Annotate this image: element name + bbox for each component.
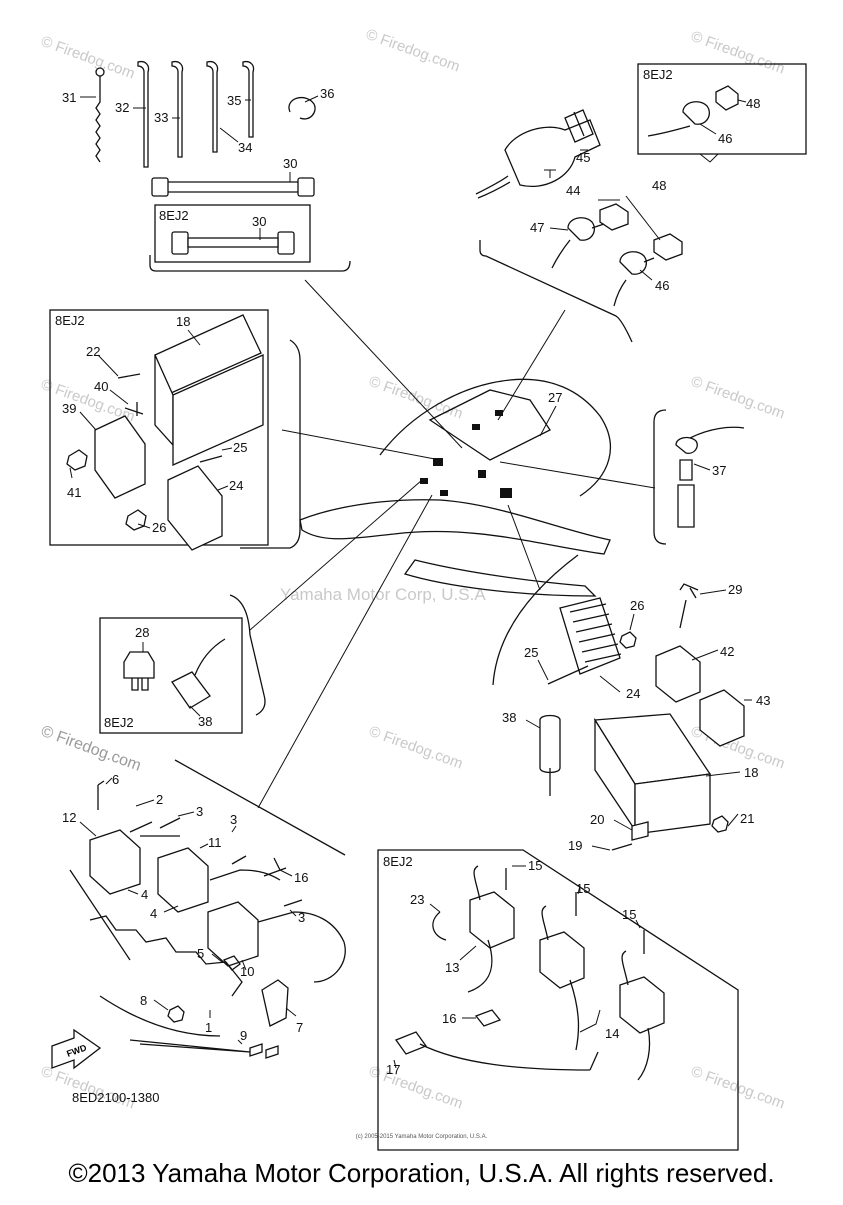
part-label-35: 35 — [227, 93, 241, 108]
part-label-4: 4 — [141, 887, 148, 902]
part-label-29: 29 — [728, 582, 742, 597]
part-label-47: 47 — [530, 220, 544, 235]
part-label-41: 41 — [67, 485, 81, 500]
sensor-group — [653, 409, 745, 545]
part-label-24: 24 — [626, 686, 640, 701]
part-label-8: 8 — [140, 993, 147, 1008]
part-label-10: 10 — [240, 964, 254, 979]
part-label-33: 33 — [154, 110, 168, 125]
part-label-15: 15 — [622, 907, 636, 922]
part-label-2: 2 — [156, 792, 163, 807]
watermark-side: © Firedog.com — [39, 723, 144, 775]
ignition-coil-group: FWD 8ED2100-1380 — [51, 759, 346, 1105]
part-label-18: 18 — [176, 314, 190, 329]
part-label-48: 48 — [652, 178, 666, 193]
box-tag: 8EJ2 — [643, 67, 673, 82]
part-label-44: 44 — [566, 183, 580, 198]
part-labels: 31 32 33 34 35 36 30 30 45 44 48 47 46 4… — [62, 86, 770, 1077]
part-label-37: 37 — [712, 463, 726, 478]
watermark-tile: © Firedog.com — [364, 26, 462, 76]
part-label-38: 38 — [198, 714, 212, 729]
clamp-group — [95, 60, 316, 197]
part-label-30: 30 — [283, 156, 297, 171]
part-label-5: 5 — [197, 946, 204, 961]
part-label-6: 6 — [112, 772, 119, 787]
part-label-7: 7 — [296, 1020, 303, 1035]
part-label-12: 12 — [62, 810, 76, 825]
watermark-tile: © Firedog.com — [39, 1063, 137, 1113]
part-label-16: 16 — [294, 870, 308, 885]
part-label-4: 4 — [150, 906, 157, 921]
box-tag: 8EJ2 — [383, 854, 413, 869]
part-label-25: 25 — [524, 645, 538, 660]
part-label-15: 15 — [576, 881, 590, 896]
part-label-40: 40 — [94, 379, 108, 394]
part-label-43: 43 — [756, 693, 770, 708]
part-label-20: 20 — [590, 812, 604, 827]
part-label-30: 30 — [252, 214, 266, 229]
part-label-9: 9 — [240, 1028, 247, 1043]
box-8ej2-switch: 8EJ2 — [637, 63, 807, 163]
switch-group — [475, 109, 683, 343]
part-label-19: 19 — [568, 838, 582, 853]
part-label-26: 26 — [152, 520, 166, 535]
part-label-24: 24 — [229, 478, 243, 493]
watermark-tile: © Firedog.com — [39, 33, 137, 83]
part-label-18: 18 — [744, 765, 758, 780]
regulator-group — [492, 554, 745, 851]
part-label-17: 17 — [386, 1062, 400, 1077]
part-code: 8ED2100-1380 — [72, 1090, 159, 1105]
part-label-34: 34 — [238, 140, 252, 155]
watermark-tile: © Firedog.com — [367, 723, 465, 773]
part-label-26: 26 — [630, 598, 644, 613]
box-tag: 8EJ2 — [104, 715, 134, 730]
part-label-38: 38 — [502, 710, 516, 725]
part-label-13: 13 — [445, 960, 459, 975]
part-label-21: 21 — [740, 811, 754, 826]
watermark-tile: © Firedog.com — [689, 373, 787, 423]
box-tag: 8EJ2 — [55, 313, 85, 328]
box-8ej2-cdi: 8EJ2 — [49, 309, 301, 551]
part-label-14: 14 — [605, 1026, 619, 1041]
box-8ej2-coils: 8EJ2 — [377, 849, 739, 1151]
part-label-48: 48 — [746, 96, 760, 111]
box-8ej2-condenser: 8EJ2 — [99, 594, 266, 734]
part-label-45: 45 — [576, 150, 590, 165]
part-label-25: 25 — [233, 440, 247, 455]
part-label-32: 32 — [115, 100, 129, 115]
part-label-46: 46 — [718, 131, 732, 146]
part-label-22: 22 — [86, 344, 100, 359]
snowmobile-overview — [249, 279, 656, 809]
part-label-15: 15 — [528, 858, 542, 873]
part-label-23: 23 — [410, 892, 424, 907]
part-label-31: 31 — [62, 90, 76, 105]
watermark-center: Yamaha Motor Corp, U.S.A — [280, 585, 486, 604]
part-label-16: 16 — [442, 1011, 456, 1026]
part-label-3: 3 — [196, 804, 203, 819]
box-8ej2-harness: 8EJ2 — [149, 204, 351, 272]
part-label-11: 11 — [208, 835, 222, 850]
part-label-27: 27 — [548, 390, 562, 405]
watermark-tile: © Firedog.com — [689, 28, 787, 78]
part-label-1: 1 — [205, 1020, 212, 1035]
part-label-3: 3 — [298, 910, 305, 925]
micro-copyright: (c) 2005-2015 Yamaha Motor Corporation, … — [355, 1134, 488, 1140]
box-tag: 8EJ2 — [159, 208, 189, 223]
part-label-36: 36 — [320, 86, 334, 101]
part-label-39: 39 — [62, 401, 76, 416]
part-label-42: 42 — [720, 644, 734, 659]
watermark-tile: © Firedog.com — [367, 1063, 465, 1113]
part-label-3: 3 — [230, 812, 237, 827]
part-label-28: 28 — [135, 625, 149, 640]
footer-copyright: ©2013 Yamaha Motor Corporation, U.S.A. A… — [68, 1158, 775, 1188]
part-label-46: 46 — [655, 278, 669, 293]
